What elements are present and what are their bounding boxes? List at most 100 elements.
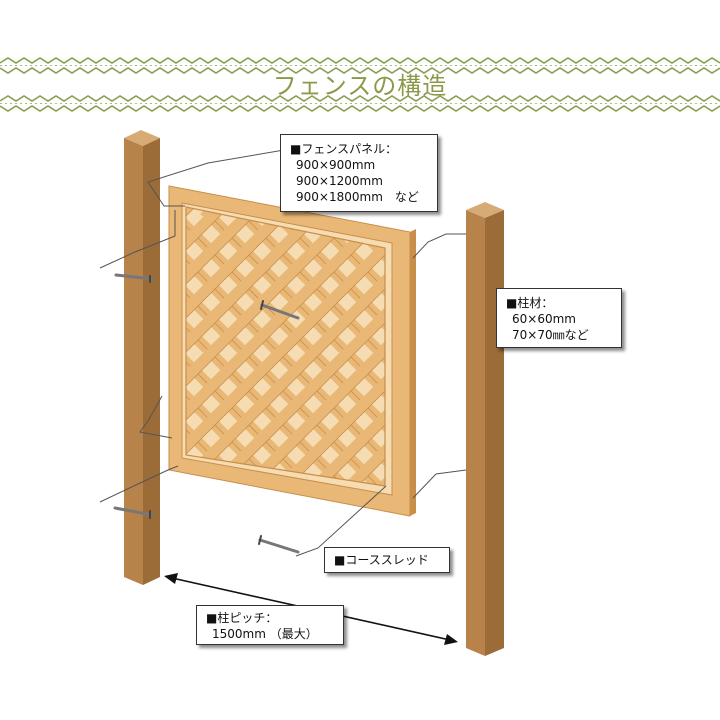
lattice-slat-edge	[186, 213, 373, 486]
right-post	[466, 202, 504, 656]
lattice-slat-edge	[309, 213, 385, 486]
lattice-slat-edge	[261, 207, 385, 486]
lattice-slat-edge	[616, 214, 720, 514]
leader-panel-left	[139, 395, 173, 439]
lattice-slat	[220, 207, 385, 486]
lattice-slat-edge	[377, 213, 385, 486]
leader-panel	[147, 149, 285, 207]
lattice-slat-edge	[207, 213, 385, 486]
lattice-slat-edge	[186, 213, 339, 486]
lattice-slat-edge	[186, 207, 243, 486]
lattice-slat-edge	[186, 213, 305, 486]
lattice-slat	[530, 190, 720, 510]
left-post-side	[143, 138, 160, 585]
lattice-slat	[632, 190, 720, 510]
lattice-slat-edge	[186, 213, 385, 486]
lattice-slat-edge	[704, 194, 720, 514]
lattice-slat	[322, 207, 385, 486]
right-post-front	[466, 210, 485, 656]
lattice-slat-edge	[500, 194, 720, 514]
screw-callout: ■コーススレッド	[324, 547, 450, 573]
panel-size-callout: ■フェンスパネル： 900×900mm 900×1200mm 900×1800m…	[280, 134, 438, 212]
leader-lines	[99, 149, 467, 557]
lattice-slat	[186, 207, 310, 486]
leader-screw	[295, 485, 387, 557]
lattice-slat	[0, 210, 130, 510]
leader-post-lower	[412, 469, 467, 499]
panel-callout-heading: ■フェンスパネル：	[290, 142, 398, 156]
lattice-slats	[0, 190, 720, 514]
lattice-slat-edge	[186, 213, 385, 486]
pitch-callout: ■柱ピッチ： 1500mm （最大）	[196, 605, 344, 645]
zigzag-border-bottom	[0, 95, 720, 112]
leader-screw-top	[99, 210, 176, 269]
lattice-slat-edge	[480, 214, 720, 514]
panel-frame-outline	[185, 206, 386, 487]
panel-size-3: 900×1800mm など	[296, 190, 419, 204]
lattice-slat-edge	[186, 207, 345, 486]
lattice-slat	[564, 190, 720, 510]
left-post	[124, 130, 160, 585]
leader-screw-bottom	[99, 465, 179, 503]
lattice-slat	[700, 190, 720, 510]
zigzag-line	[0, 95, 720, 102]
lattice-slat	[186, 207, 385, 486]
lattice-slat	[544, 210, 720, 510]
screw-callout-heading: ■コーススレッド	[334, 553, 429, 567]
zigzag-border-top	[0, 57, 720, 74]
lattice-slat	[578, 210, 720, 510]
page-title: フェンスの構造	[272, 72, 448, 100]
lattice-slat-edge	[227, 207, 385, 486]
zigzag-line	[0, 67, 720, 74]
lattice-slat	[666, 190, 720, 510]
lattice-slat-edge	[186, 213, 385, 486]
lattice-slat-edge	[650, 214, 720, 514]
lattice-slat	[186, 207, 276, 486]
left-post-top	[124, 130, 160, 146]
lattice-slat	[186, 207, 385, 486]
lattice-slat	[496, 190, 720, 510]
lattice-slat-edge	[534, 194, 720, 514]
lattice-slat-edge	[398, 194, 718, 514]
left-post-front	[124, 138, 143, 585]
lattice-slat	[186, 207, 385, 486]
lattice-slat-edge	[548, 214, 720, 514]
lattice-slat-edge	[186, 207, 379, 486]
screw-icon	[258, 535, 300, 554]
panel-frame-edge	[410, 229, 416, 516]
post-size-callout: ■柱材： 60×60mm 70×70㎜など	[496, 288, 622, 348]
lattice-slat	[510, 210, 720, 510]
post-callout-heading: ■柱材：	[506, 296, 554, 310]
lattice-slat-edge	[186, 207, 277, 486]
leader-post	[412, 233, 466, 259]
post-size-1: 60×60mm	[512, 312, 576, 326]
lattice-slat	[394, 190, 714, 510]
lattice-slat-edge	[582, 214, 720, 514]
pitch-value: 1500mm （最大）	[212, 627, 318, 641]
lattice-slat	[612, 210, 720, 510]
lattice-slat	[646, 210, 720, 510]
lattice-slat-edge	[186, 207, 385, 486]
lattice-slat-edge	[412, 214, 712, 514]
lattice-slat-edge	[602, 194, 720, 514]
lattice-slat-edge	[636, 194, 720, 514]
lattice-slat	[186, 207, 378, 486]
lattice-slat-edge	[514, 214, 720, 514]
post-size-2: 70×70㎜など	[512, 328, 589, 342]
lattice-slat-edge	[193, 207, 385, 486]
lattice-slat	[254, 207, 385, 486]
fence-panel	[0, 185, 720, 517]
zigzag-line	[0, 105, 720, 112]
lattice-slat	[186, 207, 202, 486]
lattice-slat	[370, 207, 385, 486]
right-post-side	[485, 210, 504, 656]
screw-icon	[114, 273, 155, 283]
zigzag-line	[0, 57, 720, 64]
lattice-slat-edge	[275, 213, 385, 486]
lattice-slat	[598, 190, 720, 510]
lattice-slat-edge	[568, 194, 720, 514]
pitch-callout-heading: ■柱ピッチ：	[206, 611, 278, 625]
lattice-slat	[476, 210, 720, 510]
lattice-slat-edge	[329, 207, 385, 486]
